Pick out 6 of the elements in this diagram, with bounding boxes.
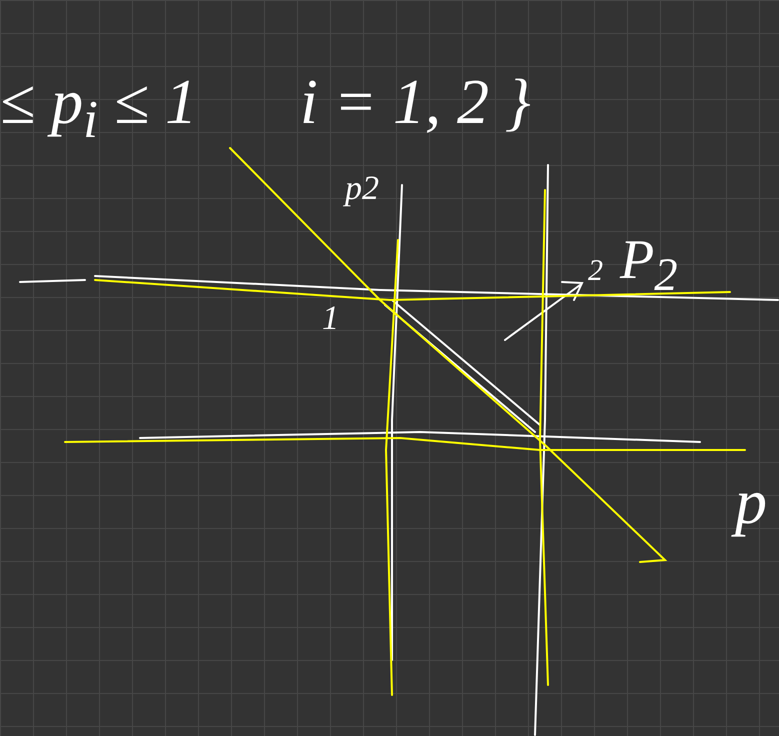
handwritten-label: 2 — [588, 256, 603, 286]
handwritten-label: P$_{2}$ — [620, 232, 678, 299]
handwritten-label: i = 1, 2 } — [300, 70, 531, 134]
handwritten-label: p2 — [345, 172, 379, 206]
handwritten-label: ≤ p$_{i}$ ≤ 1 — [0, 70, 198, 146]
handwritten-label: 1 — [322, 302, 339, 336]
